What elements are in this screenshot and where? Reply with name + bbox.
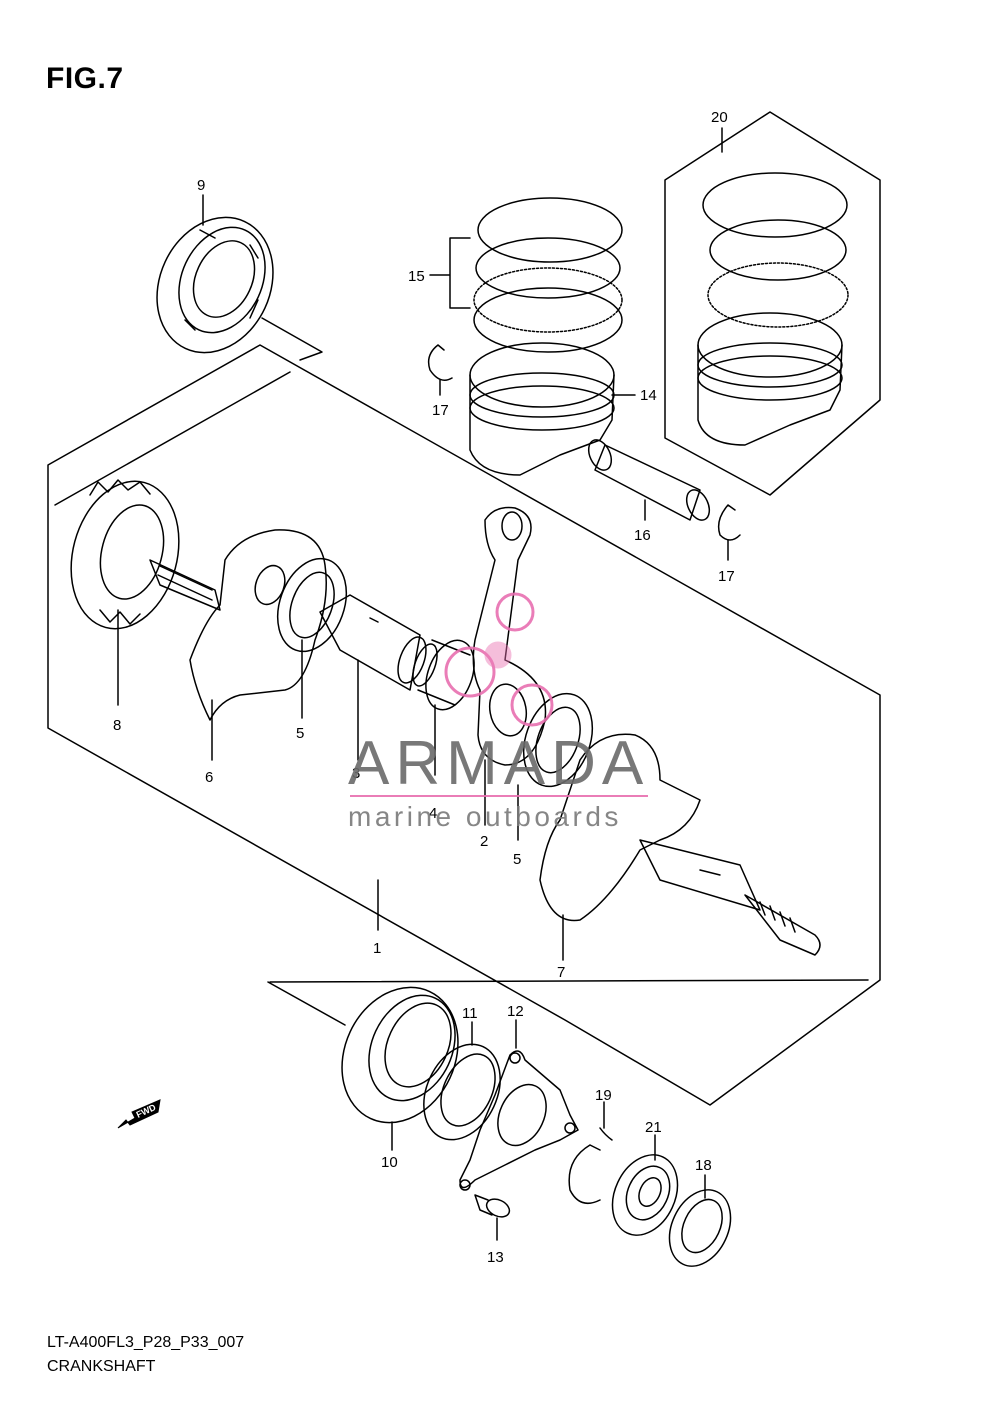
- piston-rings-15: [473, 197, 623, 353]
- callout-9: 9: [197, 177, 205, 194]
- figure-title: FIG.7: [46, 62, 124, 95]
- callout-5-right: 5: [513, 851, 521, 868]
- piston-set-frame: [664, 111, 881, 496]
- callout-16: 16: [634, 527, 651, 544]
- callout-19: 19: [595, 1087, 612, 1104]
- callout-labels: 9 20 15 14 17 16 17 8 5 6 3 4 2 5 1 7 11…: [113, 109, 735, 1266]
- callout-15: 15: [408, 268, 425, 285]
- watermark-tagline: marine outboards: [348, 801, 622, 832]
- callout-3: 3: [352, 765, 360, 782]
- callout-1: 1: [373, 940, 381, 957]
- screw-13: [474, 1194, 511, 1218]
- circlip-17-right: [717, 504, 741, 541]
- callout-6: 6: [205, 769, 213, 786]
- needle-bearing-4: [412, 639, 475, 711]
- diagram-code: LT-A400FL3_P28_P33_007: [47, 1334, 245, 1351]
- armada-logo-icon: [444, 592, 554, 727]
- callout-10: 10: [381, 1154, 398, 1171]
- callout-13: 13: [487, 1249, 504, 1266]
- piston-14: [469, 342, 615, 476]
- callout-7: 7: [557, 964, 565, 981]
- retainer-plate-12: [459, 1050, 579, 1191]
- piston-set-20: [697, 172, 849, 446]
- callout-2: 2: [480, 833, 488, 850]
- crank-pin-3: [319, 594, 427, 691]
- piston-pin-16: [587, 439, 711, 521]
- assembly-outline: [47, 344, 881, 1106]
- callout-17-upper: 17: [432, 402, 449, 419]
- bearing-11: [423, 1043, 501, 1141]
- armada-watermark: ARMADA marine outboards: [348, 592, 649, 832]
- diagram-name: CRANKSHAFT: [47, 1358, 156, 1375]
- watermark-brand: ARMADA: [348, 729, 649, 798]
- callout-21: 21: [645, 1119, 662, 1136]
- circlip-19: [568, 1127, 613, 1205]
- bearing-9: [156, 216, 274, 354]
- oil-seal-10: [341, 986, 459, 1124]
- thrust-washer-5-left: [276, 557, 348, 653]
- fwd-arrow-icon: FWD: [117, 1099, 161, 1129]
- rings-bracket: [429, 237, 471, 309]
- bearing-9-leader: [261, 317, 323, 361]
- callout-5-left: 5: [296, 725, 304, 742]
- assembly-inner-line-top: [54, 371, 291, 506]
- crank-web-7: [539, 733, 821, 956]
- callout-18: 18: [695, 1157, 712, 1174]
- seal-18: [668, 1189, 732, 1267]
- callout-8: 8: [113, 717, 121, 734]
- callout-12: 12: [507, 1003, 524, 1020]
- circlip-17-upper: [427, 344, 453, 381]
- assembly-inner-line-bottom: [269, 979, 869, 983]
- connecting-rod-2: [472, 506, 547, 766]
- callout-4: 4: [429, 805, 437, 822]
- callout-20: 20: [711, 109, 728, 126]
- crank-web-6: [189, 529, 327, 721]
- bearing-21: [611, 1154, 679, 1236]
- callout-11: 11: [462, 1005, 478, 1022]
- callout-14: 14: [640, 387, 657, 404]
- drive-gear-8: [70, 479, 221, 630]
- callout-17-right: 17: [718, 568, 735, 585]
